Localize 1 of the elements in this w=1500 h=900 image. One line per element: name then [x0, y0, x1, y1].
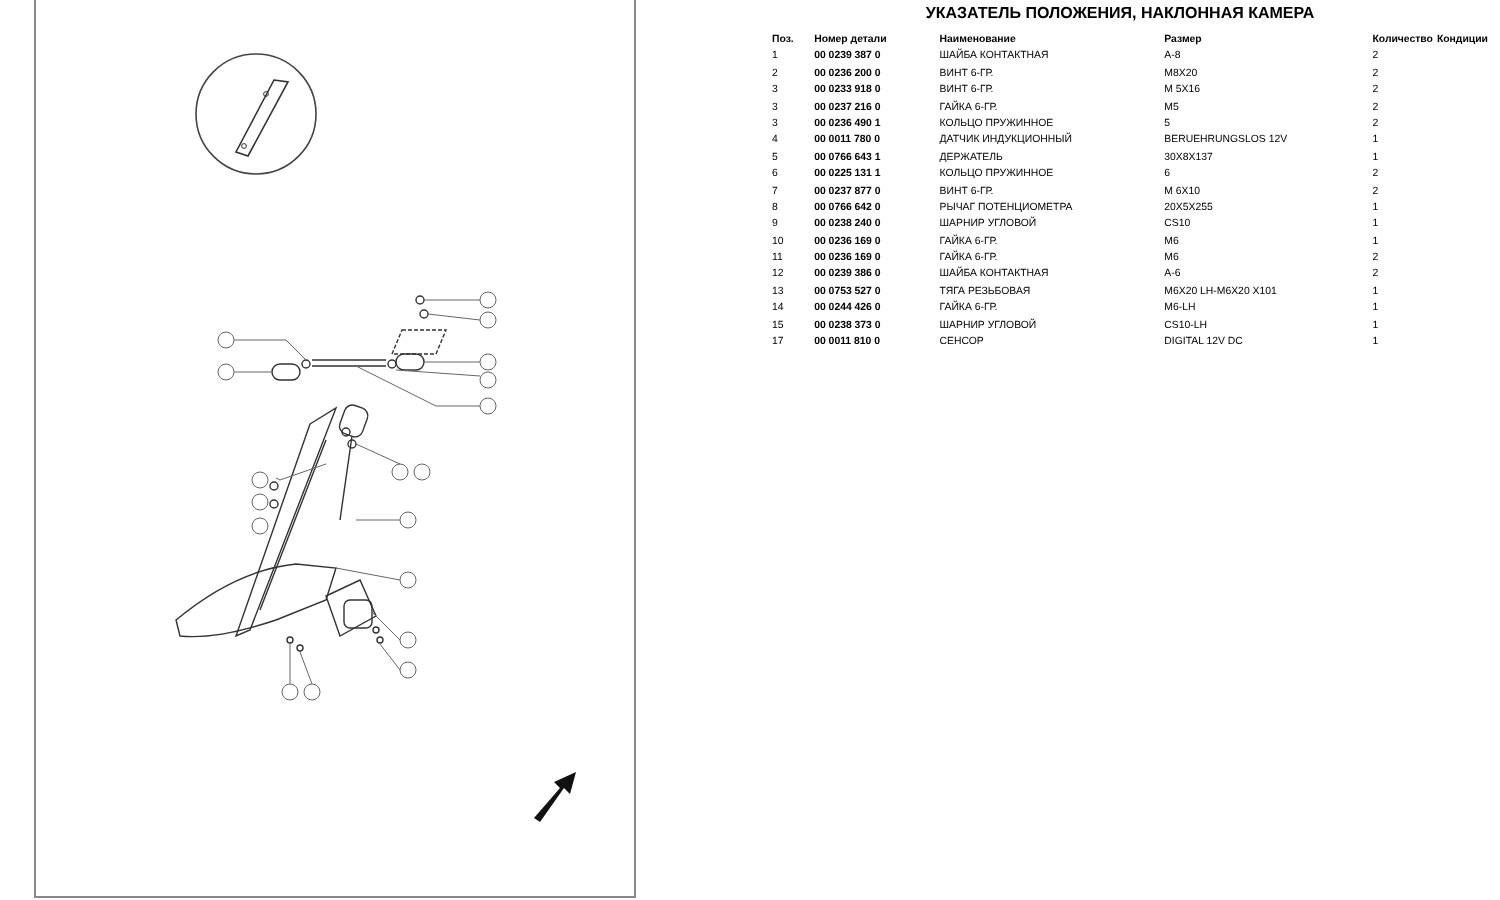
- table-title: УКАЗАТЕЛЬ ПОЛОЖЕНИЯ, НАКЛОННАЯ КАМЕРА: [923, 4, 1317, 22]
